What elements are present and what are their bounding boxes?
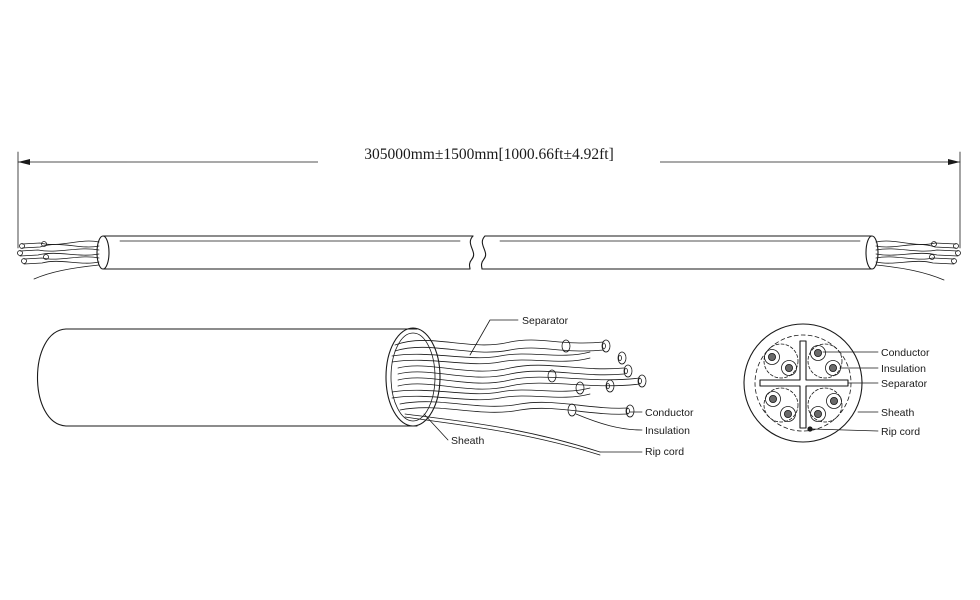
conductor [829, 363, 838, 372]
rip-cord-line [404, 413, 601, 453]
insulation-end [601, 339, 611, 353]
conductor-end [638, 378, 642, 384]
sheath-opening [385, 327, 441, 427]
insulation [765, 391, 781, 407]
insulation [780, 406, 796, 422]
pair-group-bottom-left [763, 387, 799, 423]
twisted-pairs [394, 339, 641, 456]
label-sheath: Sheath [881, 407, 914, 419]
insulation-end [637, 374, 647, 388]
insulation-end [623, 364, 633, 378]
insulation [764, 349, 780, 365]
insulation [810, 406, 826, 422]
conductor [768, 352, 777, 361]
insulation [826, 393, 842, 409]
jacket-end-left [96, 235, 110, 270]
label-sheath: Sheath [451, 435, 484, 447]
insulation-end [605, 379, 615, 393]
conductor [785, 363, 794, 372]
pair-jacket [807, 343, 843, 379]
insulation-end [567, 403, 577, 417]
arrowhead-right [948, 159, 960, 165]
break-line-right [480, 235, 487, 270]
separator-sheet-top-2 [391, 357, 591, 365]
separator-sheet-bottom [391, 387, 591, 395]
conductor [784, 409, 793, 418]
conductor [830, 396, 839, 405]
label-conductor: Conductor [881, 347, 930, 359]
right-cable-end-pairs [875, 240, 961, 281]
insulation-end [617, 351, 627, 365]
leader-rip-cord [811, 428, 879, 432]
jacket-end-right [865, 235, 879, 270]
leader-sheath [423, 413, 449, 441]
separator-sheet-bottom-2 [391, 393, 591, 401]
label-conductor: Conductor [645, 407, 694, 419]
pair-group-top-left [763, 343, 799, 379]
dimension-text-bg [318, 144, 660, 166]
label-separator: Separator [522, 315, 569, 327]
separator-sheet-top [391, 351, 591, 359]
label-insulation: Insulation [881, 363, 926, 375]
insulation-end [561, 339, 571, 353]
pair-jacket [763, 343, 799, 379]
label-insulation: Insulation [645, 425, 690, 437]
insulation-end [575, 381, 585, 395]
cable-cross-section: Conductor Insulation Separator Sheath Ri… [743, 323, 930, 443]
insulation-end [625, 404, 635, 418]
conductor-end [624, 368, 628, 374]
conductor-end [602, 343, 606, 349]
label-separator: Separator [881, 378, 928, 390]
arrowhead-left [18, 159, 30, 165]
cable-side-view: Separator Conductor Insulation Rip cord … [36, 315, 694, 458]
break-line-left [468, 235, 475, 270]
leader-separator [469, 319, 519, 356]
conductor [769, 394, 778, 403]
conductor-end [626, 408, 630, 414]
sheath-outer [743, 323, 863, 443]
sheath-left-end [36, 328, 67, 427]
left-cable-end-pairs [17, 240, 100, 280]
pair-jacket [763, 387, 799, 423]
label-rip-cord: Rip cord [881, 426, 920, 438]
length-dimension: 305000mm±1500mm[1000.66ft±4.92ft] [17, 144, 961, 249]
full-length-cable [17, 235, 961, 281]
conductor-ends [547, 339, 647, 418]
pair-jacket [807, 387, 843, 423]
insulation-end [547, 369, 557, 383]
dimension-text: 305000mm±1500mm[1000.66ft±4.92ft] [364, 146, 614, 163]
separator-cross [759, 340, 849, 429]
pair-group-top-right [807, 343, 843, 379]
insulation [781, 360, 797, 376]
label-rip-cord: Rip cord [645, 446, 684, 458]
pair-group-bottom-right [807, 387, 843, 423]
conductor-end [606, 383, 610, 389]
conductor [814, 409, 823, 418]
sheath-inner-edge [390, 332, 436, 422]
insulation [810, 345, 826, 361]
conductor [814, 348, 823, 357]
leader-insulation [575, 413, 643, 431]
conductor-end [618, 355, 622, 361]
shield-layer [754, 334, 852, 432]
rip-cord [807, 426, 813, 432]
